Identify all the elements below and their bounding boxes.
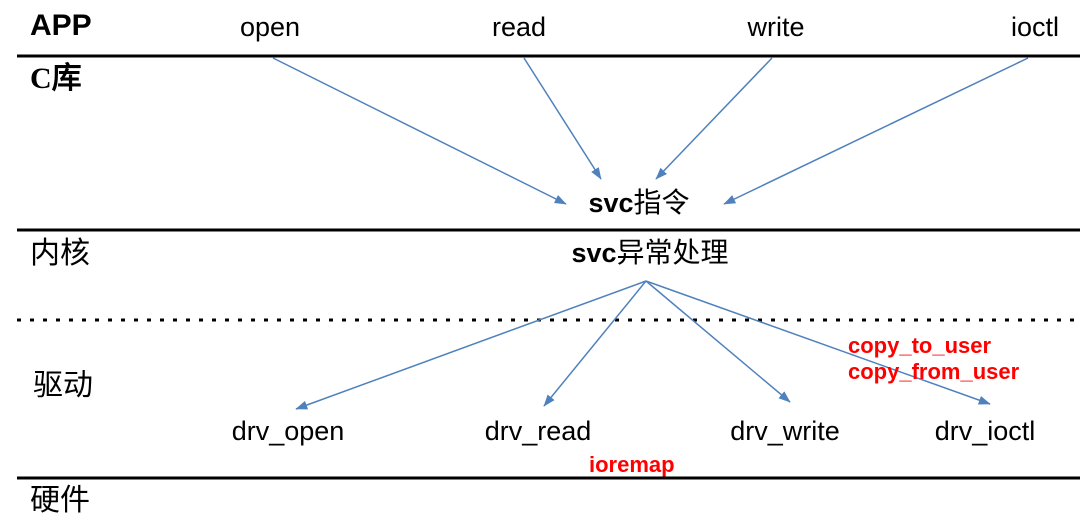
layer-label-app: APP — [30, 9, 92, 42]
driver-func-drv-open: drv_open — [231, 416, 345, 446]
driver-func-drv-ioctl: drv_ioctl — [934, 416, 1036, 446]
arrow-open-to-svc — [272, 57, 567, 205]
layer-label-driver: 驱动 — [33, 369, 93, 402]
svc-instruction-label: svc指令 — [588, 190, 689, 218]
api-call-ioctl: ioctl — [1010, 12, 1060, 42]
arrow-handler-to-drv-open — [295, 280, 647, 410]
api-call-read: read — [491, 12, 547, 42]
svc-handler-latin: svc — [571, 238, 617, 268]
arrow-write-to-svc — [655, 57, 773, 180]
driver-func-drv-write: drv_write — [730, 416, 840, 446]
api-call-write: write — [747, 12, 805, 42]
annotation-ioremap: ioremap — [589, 452, 675, 477]
svc-handler-cjk: 异常处理 — [616, 238, 729, 269]
arrow-handler-to-drv-read — [543, 280, 647, 407]
arrow-read-to-svc — [523, 57, 602, 180]
arrow-handler-to-drv-ioctl — [645, 280, 991, 405]
layer-label-clib: C库 — [30, 62, 82, 95]
annotation-copy-to-user: copy_to_user — [848, 333, 992, 358]
layer-label-kernel: 内核 — [30, 237, 90, 270]
annotation-copy-from-user: copy_from_user — [848, 359, 1020, 384]
svc-handler-label: svc异常处理 — [571, 240, 728, 268]
layer-label-hardware: 硬件 — [30, 484, 90, 517]
svc-instruction-cjk: 指令 — [633, 188, 690, 219]
arrow-handler-to-drv-write — [645, 280, 791, 403]
arrow-ioctl-to-svc — [723, 57, 1029, 205]
svc-instruction-latin: svc — [588, 188, 634, 218]
driver-func-drv-read: drv_read — [484, 416, 592, 446]
api-call-open: open — [239, 12, 301, 42]
